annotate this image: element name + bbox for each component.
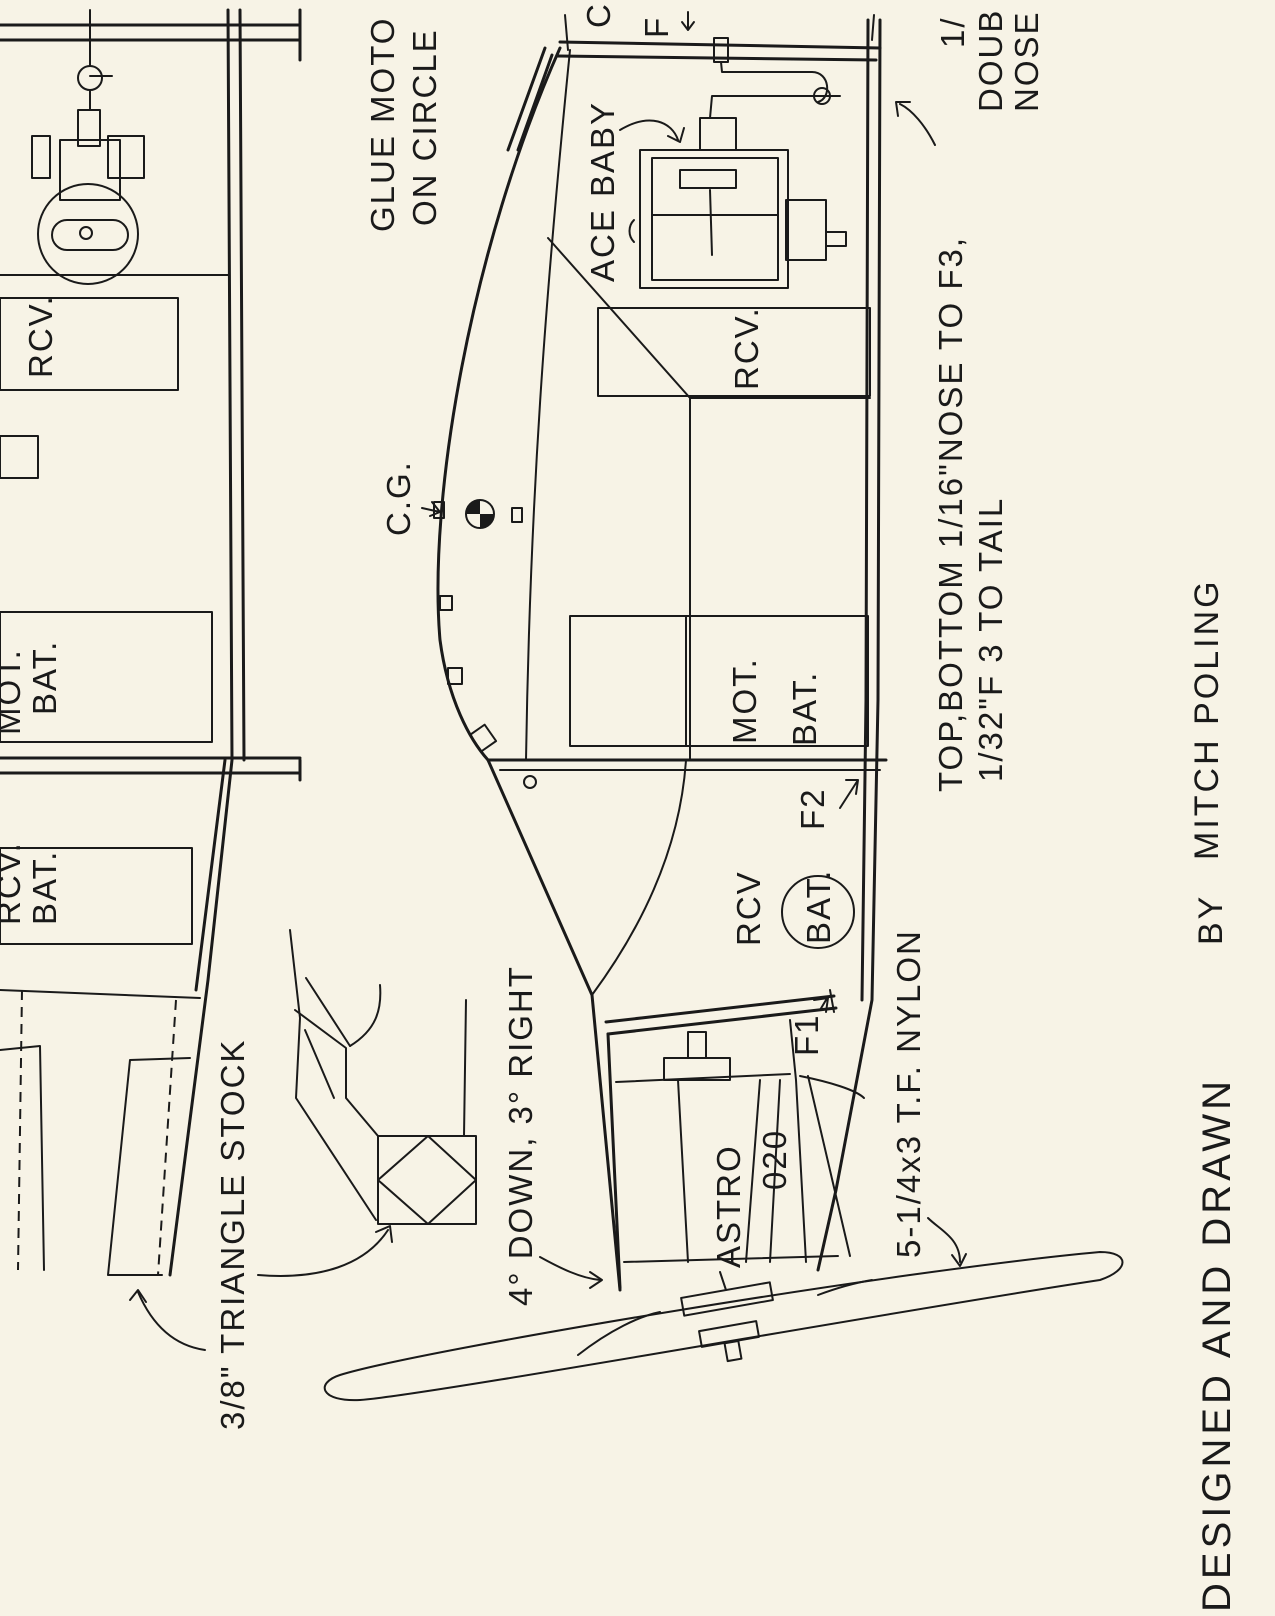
- cg-marker: [421, 499, 523, 529]
- f1-label: F1: [788, 1013, 825, 1056]
- left-top-view: RCV. MOT. BAT. RCV. BAT. 3/8" TRIANGLE S…: [0, 8, 393, 1430]
- nose-note-line2: DOUB: [972, 9, 1009, 112]
- fuselage-top-outline: [436, 46, 622, 1292]
- f-label: F: [638, 16, 675, 38]
- notes: GLUE MOTO ON CIRCLE TOP,BOTTOM 1/16"NOSE…: [364, 2, 1045, 792]
- rcv-battery-circle: [781, 875, 855, 949]
- prop-note-arrow: [927, 1217, 961, 1263]
- astro-engine: [623, 1031, 865, 1263]
- left-rcv-lower-label: RCV.: [0, 841, 27, 925]
- triangle-stock-arrow-1: [137, 1291, 206, 1351]
- glue-note-line1: GLUE MOTO: [364, 17, 401, 232]
- thrust-arrow: [539, 1256, 601, 1281]
- triangle-stock-arrow-2: [257, 1229, 389, 1277]
- bat-label: BAT.: [786, 671, 823, 746]
- credit-name-signature: MITCH POLING: [1188, 578, 1226, 860]
- f2-arrow: [839, 779, 859, 809]
- motor-battery-box: [569, 615, 869, 747]
- engine-astro-label: ASTRO: [710, 1144, 747, 1268]
- left-rcv-label: RCV.: [22, 294, 59, 378]
- glue-note-line2: ON CIRCLE: [406, 28, 443, 226]
- engine-020-label: 020: [756, 1129, 793, 1190]
- ace-baby-arrow: [619, 119, 679, 141]
- fuselage-side-view: ACE BABY F RCV. C.G. MOT. BAT. F2 RCV BA…: [323, 11, 1124, 1402]
- ace-baby-servo: [628, 95, 847, 289]
- rcv-battery-bat-label: BAT.: [800, 869, 837, 944]
- mot-label: MOT.: [726, 657, 763, 744]
- fuselage-bottom-outline: [816, 18, 882, 1272]
- former-f1: [604, 994, 836, 1024]
- left-rcv-box: [0, 297, 179, 391]
- rcv-label: RCV.: [728, 306, 765, 390]
- pushrod-linkage: [681, 11, 831, 105]
- credit-block: DESIGNED AND DRAWN BY MITCH POLING: [1188, 578, 1239, 1612]
- f1-arrow: [813, 997, 829, 1013]
- left-bat-label: BAT.: [26, 640, 63, 715]
- thrust-note: 4° DOWN, 3° RIGHT: [502, 965, 539, 1306]
- f2-label: F2: [794, 787, 831, 830]
- sheeting-note-line1: TOP,BOTTOM 1/16"NOSE TO F3,: [932, 236, 969, 792]
- rcv-box: [597, 307, 871, 397]
- nose-note-line3: NOSE: [1008, 10, 1045, 112]
- sheeting-note-line2: 1/32"F 3 TO TAIL: [972, 497, 1009, 782]
- left-longeron-outer: [168, 8, 234, 1277]
- left-mot-label: MOT.: [0, 648, 27, 735]
- credit-by: BY: [1192, 894, 1230, 945]
- designed-drawn-label: DESIGNED AND DRAWN: [1195, 1077, 1239, 1612]
- cg-label: C.G.: [380, 460, 417, 536]
- triangle-stock-note: 3/8" TRIANGLE STOCK: [214, 1039, 251, 1430]
- nose-note-line1: 1/: [934, 16, 971, 48]
- sheeting-arrow: [899, 103, 936, 146]
- propeller: [323, 1251, 1124, 1402]
- left-receiver-battery-box: [0, 847, 193, 945]
- wheel-assembly: [31, 9, 145, 285]
- left-bat-lower-label: BAT.: [26, 850, 63, 925]
- rcv-battery-rcv-label: RCV: [730, 870, 767, 946]
- ace-baby-label: ACE BABY: [584, 101, 621, 282]
- triangle-stock-detail: [289, 929, 477, 1225]
- top-edge-c-label: C: [580, 2, 617, 28]
- left-motor-battery-box: [0, 611, 213, 743]
- prop-note: 5-1/4x3 T.F. NYLON: [890, 929, 927, 1258]
